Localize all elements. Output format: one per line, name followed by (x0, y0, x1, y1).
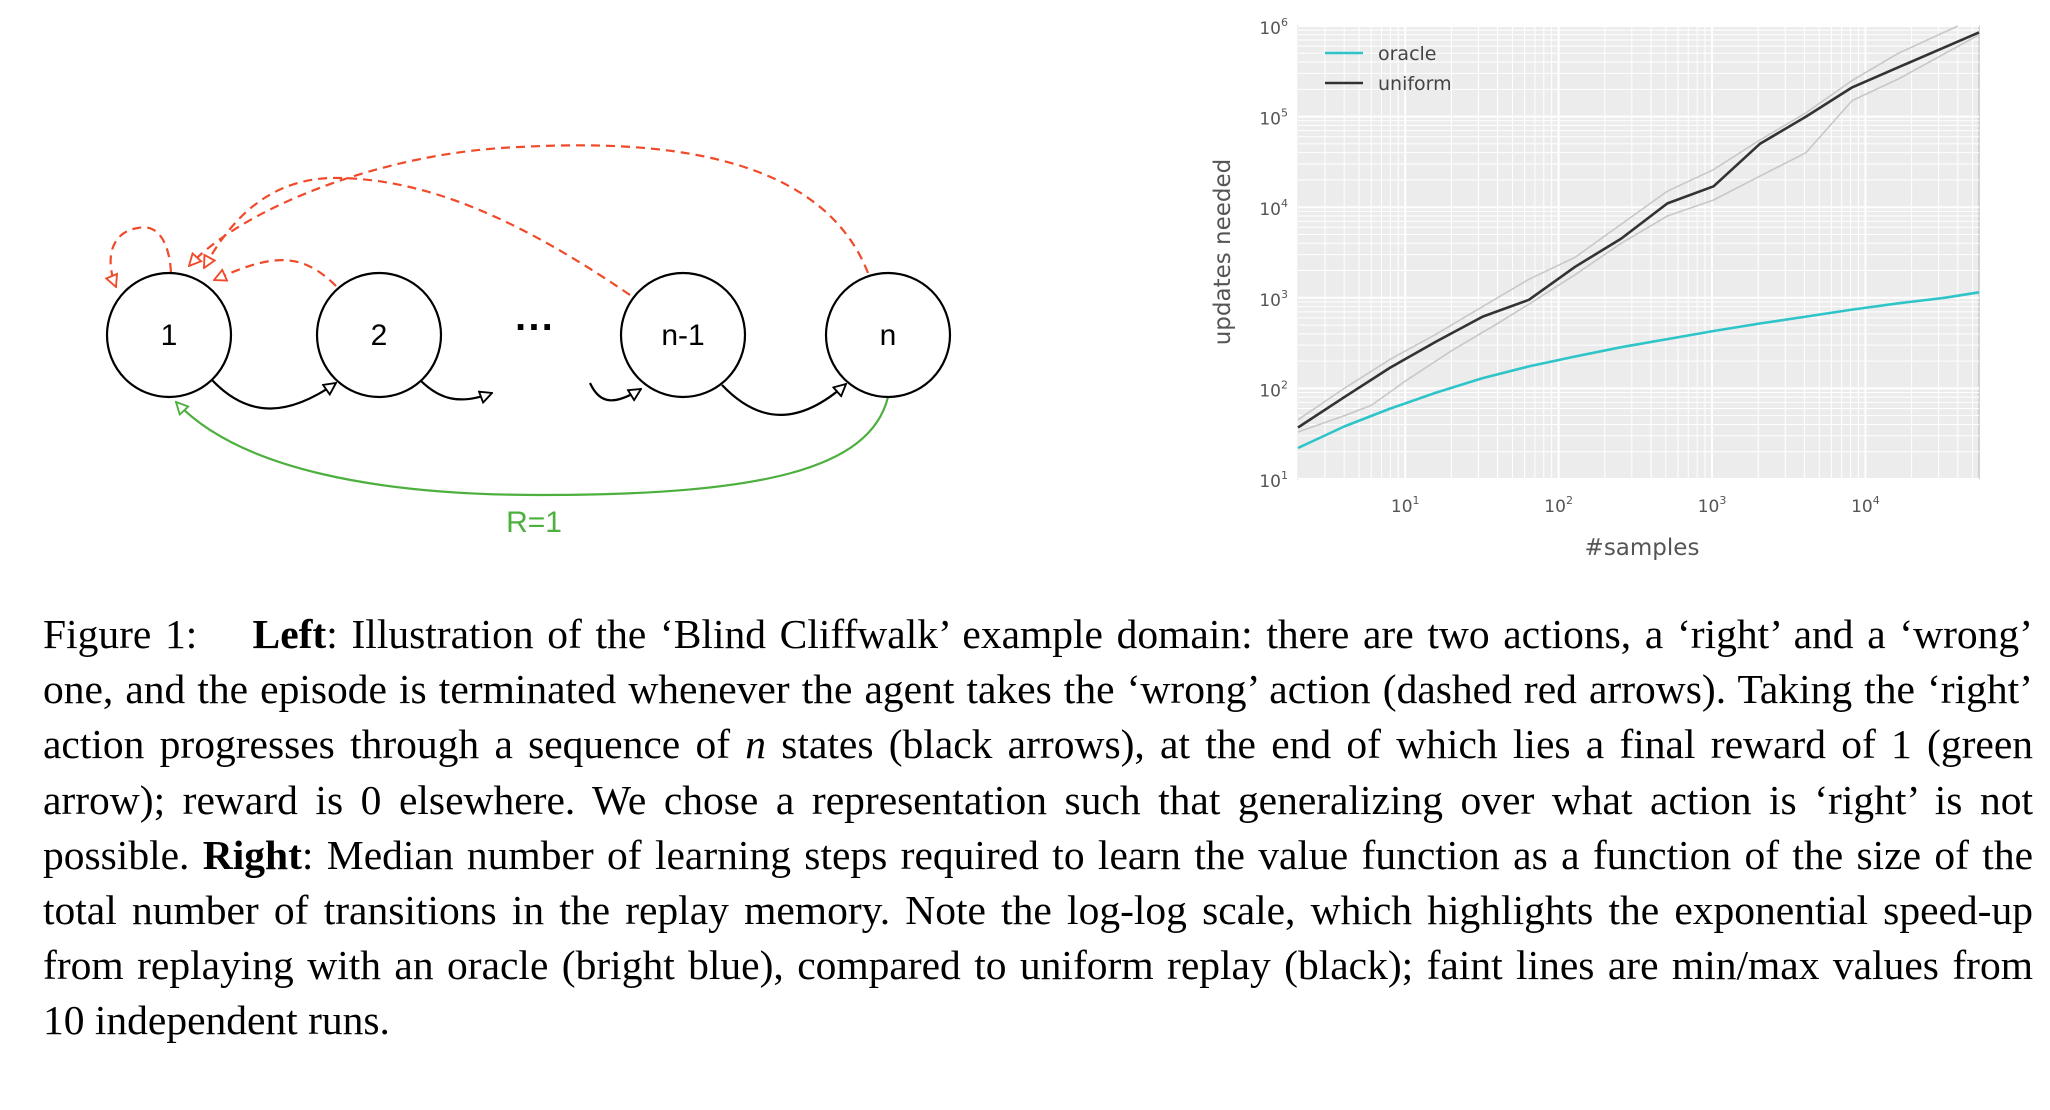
arrow-n1-to-n (721, 384, 846, 416)
caption-left-text: : Illustration of the ‘Blind Cliffwalk’ … (43, 611, 2033, 768)
series-line-oracle (1297, 291, 1980, 450)
caption-n-symbol: n (745, 721, 767, 768)
x-tick-label: 102 (1544, 494, 1573, 517)
x-axis-label: #samples (1585, 535, 1700, 561)
self-loop-arrow (111, 226, 173, 287)
node-label: n-1 (661, 319, 704, 352)
reward-label: R=1 (506, 506, 562, 539)
node-label: 2 (371, 319, 388, 352)
series-line-uniform (1297, 31, 1980, 429)
y-tick-label: 101 (1259, 469, 1288, 492)
legend-label-oracle: oracle (1378, 43, 1437, 65)
x-tick-label: 103 (1698, 494, 1727, 517)
state-node-1: 1 (105, 271, 233, 399)
figure-caption: Figure 1: Left: Illustration of the ‘Bli… (43, 607, 2033, 1049)
series-lines (1297, 25, 1980, 450)
right-action-arrows (211, 379, 846, 416)
y-tick-label: 102 (1259, 378, 1288, 401)
reward-arrow (176, 396, 890, 497)
node-label: n (880, 319, 897, 352)
caption-left-text-2: states (black arrows), at the end of whi… (43, 721, 2034, 878)
legend: oracle uniform (1325, 43, 1452, 95)
arrow-n-to-1 (189, 144, 870, 274)
x-tick-label: 104 (1851, 494, 1880, 517)
state-node-n-1: n-1 (619, 271, 747, 399)
state-node-n: n (824, 271, 952, 399)
caption-left-label: Left (252, 611, 327, 657)
node-label: 1 (161, 319, 178, 352)
tick-labels: 101 102 103 104 101 102 103 104 105 106 (1259, 16, 1879, 517)
arrow-n1-to-1 (204, 176, 631, 296)
y-axis-label: updates needed (1210, 159, 1236, 346)
ellipsis: ··· (515, 306, 555, 350)
y-tick-label: 106 (1259, 16, 1288, 39)
series-line-uniform-min (1297, 34, 1980, 433)
state-node-2: 2 (315, 271, 443, 399)
x-tick-label: 101 (1391, 494, 1420, 517)
arrow-1-to-2 (211, 379, 336, 410)
arrow-prev-to-n1 (588, 382, 641, 400)
wrong-action-arrows (111, 144, 870, 296)
series-line-uniform-max (1297, 25, 1959, 421)
arrow-2-to-1 (214, 259, 337, 287)
caption-right-label: Right (202, 831, 302, 878)
y-tick-label: 103 (1259, 288, 1288, 311)
y-tick-label: 104 (1259, 197, 1288, 220)
y-tick-label: 105 (1259, 107, 1288, 130)
caption-right-text: : Median number of learning steps requir… (43, 831, 2033, 1044)
grid (1297, 25, 1980, 480)
arrow-2-to-next (419, 379, 492, 399)
legend-label-uniform: uniform (1378, 73, 1452, 95)
blind-cliffwalk-diagram: R=1 1 2 ··· n-1 n (0, 144, 952, 539)
caption-prefix: Figure 1: (43, 611, 253, 657)
